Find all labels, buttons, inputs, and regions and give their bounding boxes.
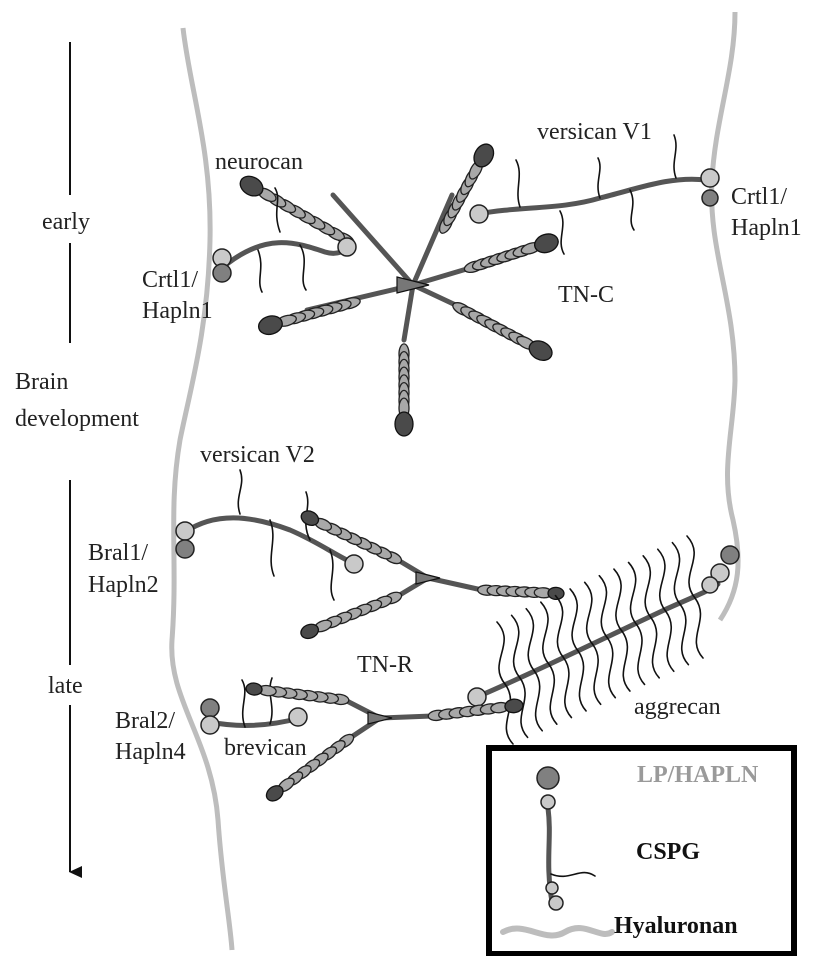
aggrecan-chain xyxy=(541,602,549,664)
aggrecan-chain xyxy=(622,631,630,691)
tn-r-arm-right-fibrinogen xyxy=(548,587,565,600)
brevican-g1-domain xyxy=(201,716,219,734)
aggrecan-chain xyxy=(658,549,666,611)
aggrecan-chain xyxy=(599,576,607,638)
versican-v1-core xyxy=(478,179,706,214)
brevican-g3-domain xyxy=(289,708,307,726)
timeline-late-label: late xyxy=(48,672,83,700)
aggrecan-chain xyxy=(629,562,637,624)
versican-v2-label: versican V2 xyxy=(200,441,315,469)
aggrecan-g1-domain xyxy=(468,688,486,706)
tn-r-label: TN-R xyxy=(357,651,413,679)
legend-lp-icon xyxy=(537,767,559,789)
versican-v1-g1-domain xyxy=(470,205,488,223)
aggrecan-chain xyxy=(585,582,593,644)
bral2-label-line1: Bral2/ xyxy=(115,706,175,737)
tn-c-connector xyxy=(413,195,452,285)
crtl1-right-link-protein xyxy=(702,190,718,206)
bral1-label-line2: Hapln2 xyxy=(88,570,159,601)
timeline-brain-label: Brain xyxy=(15,368,68,396)
timeline-early-label: early xyxy=(42,208,90,236)
aggrecan-chain xyxy=(570,589,578,651)
aggrecan-chain xyxy=(672,543,680,605)
aggrecan-chain xyxy=(512,615,520,677)
crtl1-left-link-protein xyxy=(213,264,231,282)
aggrecan-chain xyxy=(614,569,622,631)
tn-c-connector xyxy=(404,285,413,340)
versican-v1-chain xyxy=(598,158,600,198)
aggrecan-link-protein xyxy=(721,546,739,564)
neurocan-label: neurocan xyxy=(215,148,303,176)
brevican-core xyxy=(210,718,300,725)
bral1-link-protein xyxy=(176,540,194,558)
aggrecan-chain xyxy=(593,644,601,704)
brevican-label: brevican xyxy=(224,734,307,762)
aggrecan-chain xyxy=(666,611,674,671)
legend-cspg-end-domain xyxy=(549,896,563,910)
brevican-chain xyxy=(270,678,272,724)
tn-r-connector xyxy=(428,578,482,590)
neurocan-chain xyxy=(258,250,262,292)
aggrecan-g2-domain xyxy=(702,577,718,593)
bral2-label-line2: Hapln4 xyxy=(115,737,186,768)
bral2-link-protein xyxy=(201,699,219,717)
aggrecan-chain xyxy=(555,596,563,658)
brevican-chain xyxy=(242,680,245,727)
versican-v1-chain xyxy=(560,211,564,254)
aggrecan-chain xyxy=(578,651,586,711)
legend-cspg-label: CSPG xyxy=(636,839,700,866)
timeline-development-label: development xyxy=(15,405,139,433)
neurocan-core xyxy=(222,243,350,268)
tn-c-arm-left-fibrinogen xyxy=(256,313,284,337)
versican-v1-g3-domain xyxy=(701,169,719,187)
neurocan-chain xyxy=(300,245,306,290)
aggrecan-chain xyxy=(651,618,659,678)
aggrecan-chain xyxy=(680,605,688,665)
versican-v1-chain xyxy=(674,135,676,178)
tn-r2-arm-upper-fibrinogen xyxy=(245,682,262,696)
aggrecan-chain xyxy=(549,664,557,724)
aggrecan-chain xyxy=(695,598,703,658)
hyaluronan-right xyxy=(712,12,739,620)
aggrecan-chain xyxy=(637,624,645,684)
versican-v2-g1-domain xyxy=(176,522,194,540)
versican-v1-chain xyxy=(516,160,520,207)
tn-r2-arm-right-fibrinogen xyxy=(504,698,524,714)
aggrecan-chain xyxy=(534,671,542,731)
legend-cspg-bottom-domain xyxy=(546,882,558,894)
crtl1-left-label-line2: Hapln1 xyxy=(142,296,213,327)
aggrecan-chain xyxy=(607,638,615,698)
tn-c-arm-bottom-fibrinogen xyxy=(395,412,413,436)
legend-lp-hapln-label: LP/HAPLN xyxy=(637,762,758,789)
crtl1-right-label-line2: Hapln1 xyxy=(731,213,802,244)
aggrecan-chain xyxy=(526,609,534,671)
bral1-label-line1: Bral1/ xyxy=(88,538,148,569)
versican-v2-g3-domain xyxy=(345,555,363,573)
versican-v2-chain xyxy=(270,520,274,576)
legend-hyaluronan-label: Hyaluronan xyxy=(614,913,738,940)
aggrecan-chain xyxy=(643,556,651,618)
crtl1-right-label-line1: Crtl1/ xyxy=(731,182,787,213)
tn-c-label: TN-C xyxy=(558,281,614,309)
legend-cspg-top-domain xyxy=(541,795,555,809)
crtl1-left-label-line1: Crtl1/ xyxy=(142,265,198,296)
aggrecan-chain xyxy=(497,622,505,684)
aggrecan-chain xyxy=(687,536,695,598)
tn-r2-hub xyxy=(368,712,392,724)
aggrecan-label: aggrecan xyxy=(634,693,721,721)
aggrecan-chain xyxy=(563,658,571,718)
versican-v2-chain xyxy=(238,470,241,514)
aggrecan-chain xyxy=(505,684,513,744)
versican-v2-chain xyxy=(330,550,334,600)
versican-v1-label: versican V1 xyxy=(537,118,652,146)
neurocan-g3-domain xyxy=(338,238,356,256)
versican-v1-chain xyxy=(630,190,634,230)
